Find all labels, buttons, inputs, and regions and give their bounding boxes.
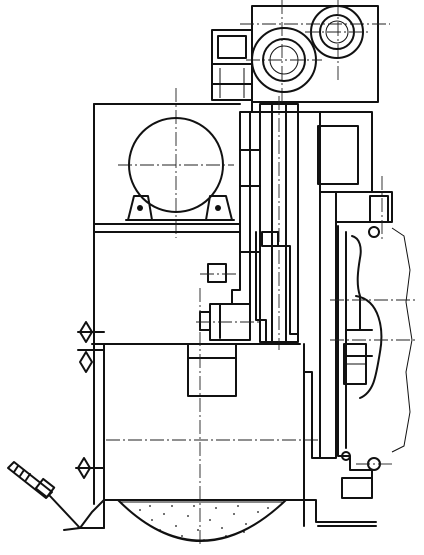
motor-cylinder [118,117,234,213]
lower-guard [91,288,321,546]
carriage-bolts [341,226,392,471]
carriage-profile [330,225,416,497]
control-linkage [196,231,299,343]
left-skid [63,499,105,531]
right-skid [303,477,377,527]
handle-tool [7,461,81,529]
upper-frame [93,88,241,238]
right-gear-circle [305,5,370,59]
right-guide-column [297,111,393,459]
middle-frame [93,223,301,505]
grinding-wheel [117,499,287,542]
small-motor [211,29,253,101]
vertical-spindle [239,96,299,350]
gearbox-flange [251,101,373,193]
motor-mounts [125,195,235,221]
left-wing-bolts [75,321,105,479]
